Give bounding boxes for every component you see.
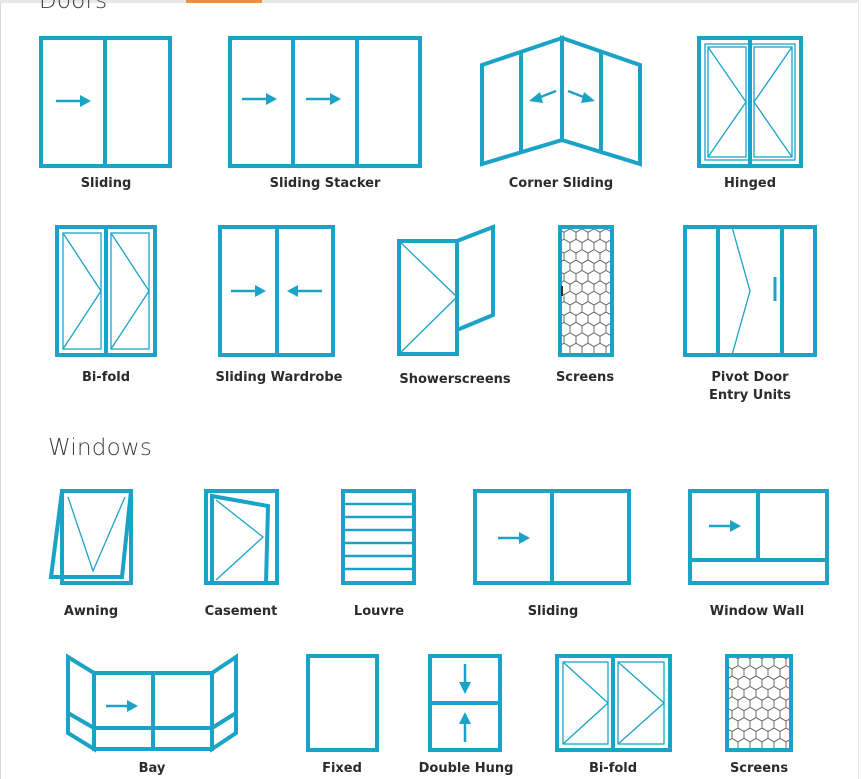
double-hung-window-icon bbox=[428, 654, 502, 752]
window-label-awning: Awning bbox=[63, 604, 119, 619]
door-label-sliding-wardrobe: Sliding Wardrobe bbox=[215, 370, 343, 385]
pivot-door-icon bbox=[683, 225, 817, 357]
bay-window-icon bbox=[66, 653, 238, 753]
fixed-window-icon bbox=[306, 654, 379, 752]
sliding-window-icon bbox=[473, 489, 631, 585]
door-label-hinged: Hinged bbox=[723, 176, 777, 191]
door-label-pivot-door-entry-units: Pivot Door Entry Units bbox=[709, 370, 791, 403]
door-label-corner-sliding: Corner Sliding bbox=[508, 176, 614, 191]
door-label-sliding: Sliding bbox=[80, 176, 132, 191]
window-label-sliding: Sliding bbox=[527, 604, 579, 619]
awning-window-icon bbox=[48, 489, 134, 585]
door-label-screens: Screens bbox=[555, 370, 615, 385]
screen-window-icon bbox=[725, 654, 793, 752]
door-label-bifold: Bi-fold bbox=[81, 370, 131, 385]
window-label-double-hung: Double Hung bbox=[418, 761, 514, 776]
door-label-sliding-stacker: Sliding Stacker bbox=[269, 176, 381, 191]
window-label-louvre: Louvre bbox=[353, 604, 405, 619]
window-label-casement: Casement bbox=[204, 604, 278, 619]
showerscreen-icon bbox=[397, 224, 495, 356]
window-label-fixed: Fixed bbox=[322, 761, 362, 776]
doors-heading: Doors bbox=[39, 0, 108, 14]
window-wall-icon bbox=[688, 489, 829, 585]
door-label-showerscreens: Showerscreens bbox=[399, 372, 511, 387]
hinged-door-icon bbox=[697, 36, 803, 168]
casement-window-icon bbox=[204, 489, 279, 585]
page-border-left bbox=[0, 0, 1, 779]
windows-heading: Windows bbox=[48, 435, 153, 461]
bifold-door-icon bbox=[55, 225, 157, 357]
sliding-wardrobe-icon bbox=[218, 225, 335, 357]
sliding-stacker-door-icon bbox=[228, 36, 422, 168]
page-border-right bbox=[858, 0, 859, 779]
bifold-window-icon bbox=[555, 654, 672, 752]
window-label-screens: Screens bbox=[729, 761, 789, 776]
sliding-door-icon bbox=[39, 36, 172, 168]
window-label-bay: Bay bbox=[138, 761, 166, 776]
window-label-bifold: Bi-fold bbox=[588, 761, 638, 776]
page-border-top bbox=[0, 0, 859, 3]
window-label-window-wall: Window Wall bbox=[709, 604, 805, 619]
louvre-window-icon bbox=[341, 489, 416, 585]
screen-door-icon bbox=[558, 225, 614, 357]
active-tab-indicator bbox=[186, 0, 262, 3]
corner-sliding-door-icon bbox=[480, 35, 642, 167]
